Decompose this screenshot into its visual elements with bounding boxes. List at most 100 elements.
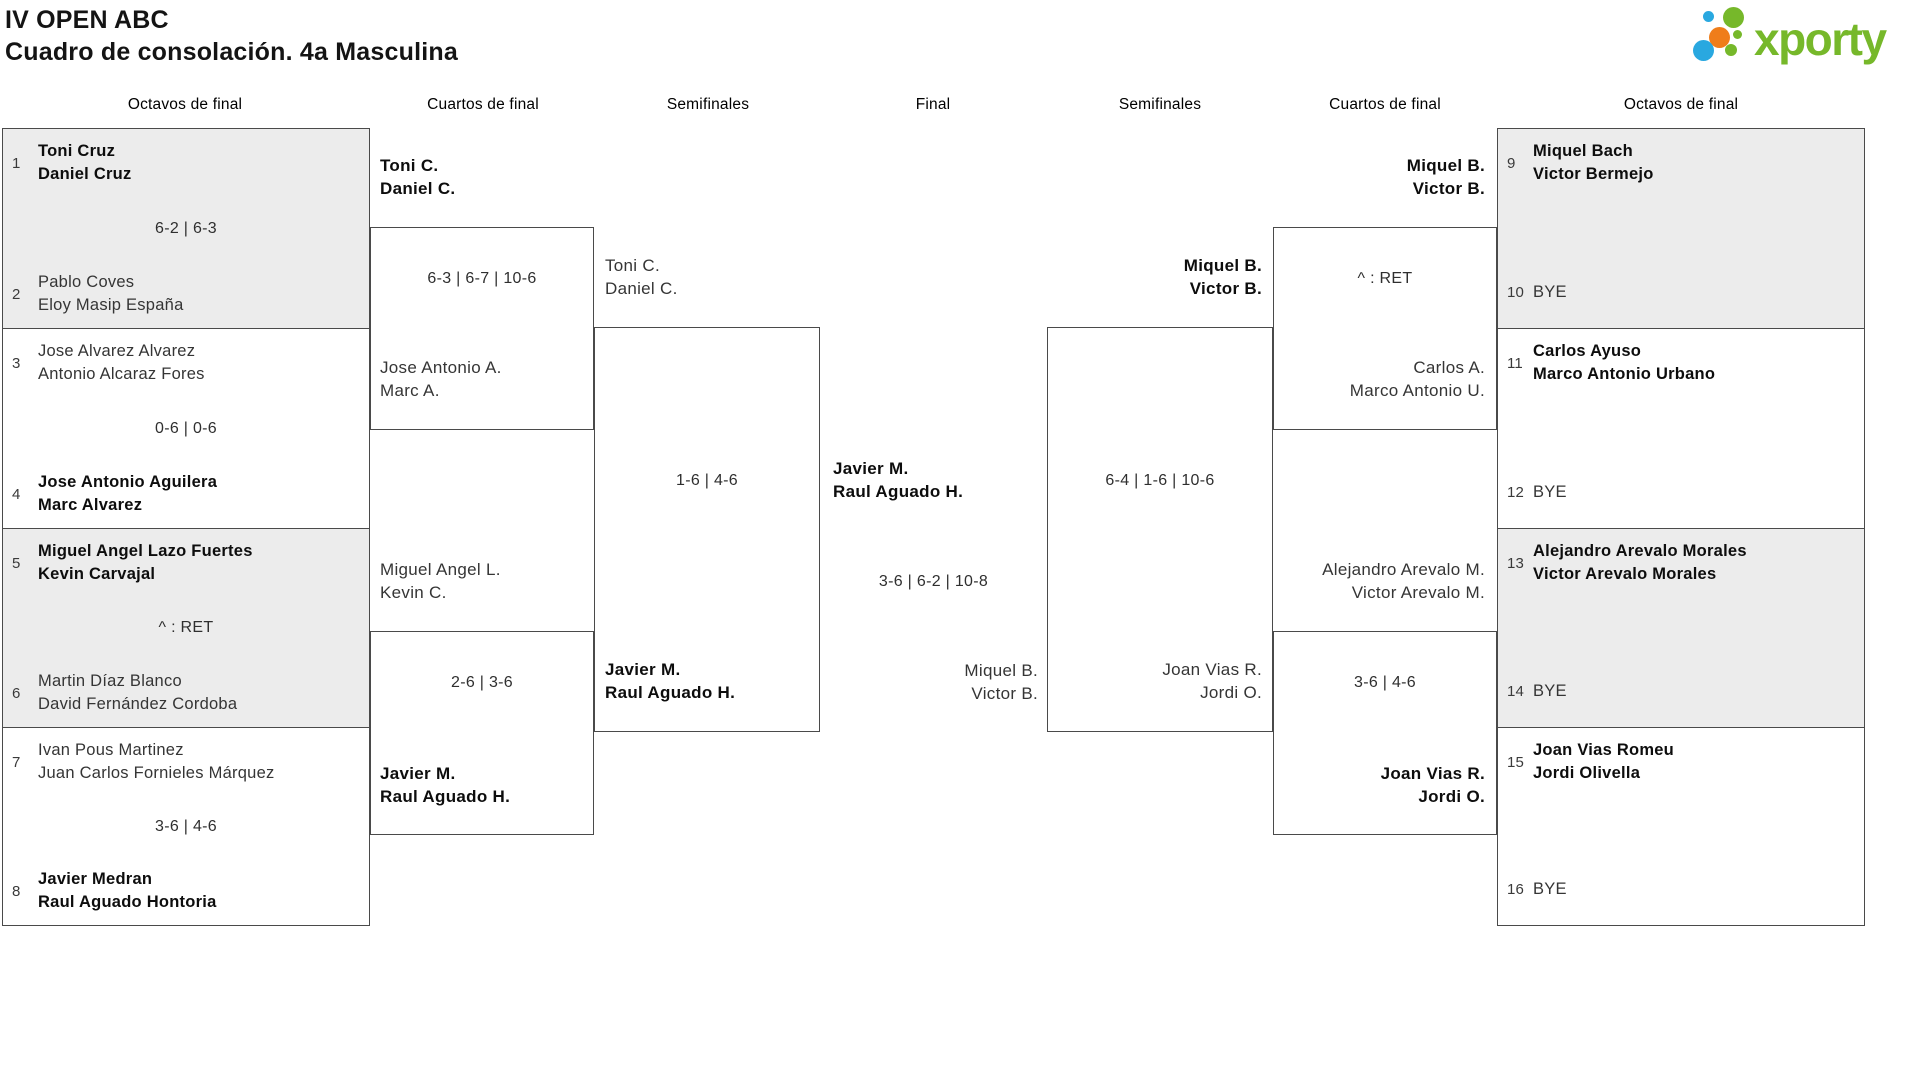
team-entry: 14 BYE <box>1507 680 1855 703</box>
team-names: BYE <box>1533 878 1567 901</box>
player-name: Raul Aguado H. <box>380 787 511 806</box>
team-names: BYE <box>1533 281 1567 304</box>
seed-number: 7 <box>12 753 21 771</box>
round-header-semis-left: Semifinales <box>666 96 750 113</box>
match-score: 6-4 | 1-6 | 10-6 <box>1105 472 1215 489</box>
player-name: Marco Antonio Urbano <box>1533 365 1716 383</box>
logo-dot-icon <box>1703 11 1714 22</box>
player-name: Carlos Ayuso <box>1533 342 1642 360</box>
player-name: Javier M. <box>380 764 456 783</box>
player-name: Victor B. <box>1412 179 1485 198</box>
round-header-semis-right: Semifinales <box>1118 96 1202 113</box>
team-entry: 8 Javier Medran Raul Aguado Hontoria <box>12 868 360 914</box>
advancing-team-label: Javier M. Raul Aguado H. <box>380 762 510 808</box>
player-name: Carlos A. <box>1413 358 1485 377</box>
advancing-team-label: Miguel Angel L. Kevin C. <box>380 558 501 604</box>
match-score: 1-6 | 4-6 <box>676 472 738 489</box>
final-runnerup-label: Miquel B. Victor B. <box>820 659 1038 705</box>
player-name: Javier M. <box>605 660 681 679</box>
logo-dot-icon <box>1693 40 1714 61</box>
round-header-octavos-left: Octavos de final <box>127 96 243 113</box>
cuartos-right-1-box <box>1273 227 1497 430</box>
advancing-team-label: Alejandro Arevalo M. Victor Arevalo M. <box>1215 558 1485 604</box>
team-names: Martin Díaz Blanco David Fernández Cordo… <box>38 670 237 716</box>
player-name: Miquel B. <box>964 661 1038 680</box>
seed-number: 15 <box>1507 753 1525 771</box>
player-name: Marco Antonio U. <box>1349 381 1485 400</box>
player-name: Daniel C. <box>380 179 456 198</box>
advancing-team-label: Jose Antonio A. Marc A. <box>380 356 502 402</box>
octavos-box-13-14: 13 Alejandro Arevalo Morales Victor Arev… <box>1497 528 1865 728</box>
seed-number: 4 <box>12 485 21 503</box>
player-name: Miquel Bach <box>1533 142 1633 160</box>
advancing-team-label: Carlos A. Marco Antonio U. <box>1245 356 1485 402</box>
team-names: BYE <box>1533 680 1567 703</box>
player-name: Miguel Angel L. <box>380 560 501 579</box>
match-score: 6-3 | 6-7 | 10-6 <box>427 270 537 287</box>
match-score: ^ : RET <box>1357 270 1413 287</box>
player-name: Toni Cruz <box>38 142 116 160</box>
logo-dot-icon <box>1725 44 1737 56</box>
player-name: Eloy Masip España <box>38 296 184 314</box>
team-names: Joan Vias Romeu Jordi Olivella <box>1533 739 1674 785</box>
octavos-box-1-2: 1 Toni Cruz Daniel Cruz 6-2 | 6-3 2 Pabl… <box>2 128 370 329</box>
octavos-box-15-16: 15 Joan Vias Romeu Jordi Olivella 16 BYE <box>1497 727 1865 926</box>
bye-label: BYE <box>1533 483 1567 501</box>
player-name: Marc A. <box>380 381 440 400</box>
seed-number: 10 <box>1507 284 1525 301</box>
team-names: Carlos Ayuso Marco Antonio Urbano <box>1533 340 1715 386</box>
octavos-box-9-10: 9 Miquel Bach Victor Bermejo 10 BYE <box>1497 128 1865 329</box>
team-entry: 4 Jose Antonio Aguilera Marc Alvarez <box>12 471 360 517</box>
team-entry: 1 Toni Cruz Daniel Cruz <box>12 140 360 186</box>
match-score: ^ : RET <box>158 619 214 636</box>
logo-dot-icon <box>1723 7 1744 28</box>
semifinal-right-box <box>1047 327 1273 732</box>
seed-number: 16 <box>1507 881 1525 898</box>
xporty-logo[interactable]: xporty <box>1692 4 1917 72</box>
bye-label: BYE <box>1533 283 1567 301</box>
round-header-final: Final <box>915 96 951 113</box>
team-names: Jose Antonio Aguilera Marc Alvarez <box>38 471 217 517</box>
player-name: David Fernández Cordoba <box>38 695 238 713</box>
player-name: Jose Antonio Aguilera <box>38 473 218 491</box>
player-name: Alejandro Arevalo Morales <box>1533 542 1747 560</box>
team-entry: 15 Joan Vias Romeu Jordi Olivella <box>1507 739 1855 785</box>
player-name: Jordi O. <box>1418 787 1485 806</box>
team-entry: 6 Martin Díaz Blanco David Fernández Cor… <box>12 670 360 716</box>
advancing-team-label: Javier M. Raul Aguado H. <box>605 658 735 704</box>
final-score: 3-6 | 6-2 | 10-8 <box>878 573 989 590</box>
player-name: Victor B. <box>1189 279 1262 298</box>
player-name: Victor Arevalo Morales <box>1533 565 1717 583</box>
player-name: Daniel C. <box>605 279 678 298</box>
player-name: Toni C. <box>605 256 661 275</box>
seed-number: 6 <box>12 684 21 702</box>
seed-number: 5 <box>12 554 21 572</box>
seed-number: 9 <box>1507 154 1516 172</box>
page-title: IV OPEN ABC Cuadro de consolación. 4a Ma… <box>5 4 458 68</box>
player-name: Toni C. <box>380 156 439 175</box>
player-name: Victor Bermejo <box>1533 165 1654 183</box>
player-name: Joan Vias Romeu <box>1533 741 1674 759</box>
player-name: Daniel Cruz <box>38 165 132 183</box>
team-entry: 9 Miquel Bach Victor Bermejo <box>1507 140 1855 186</box>
player-name: Jordi Olivella <box>1533 764 1641 782</box>
match-score: 0-6 | 0-6 <box>155 419 217 437</box>
round-header-cuartos-right: Cuartos de final <box>1329 96 1441 113</box>
logo-dot-icon <box>1733 30 1742 39</box>
seed-number: 14 <box>1507 683 1525 700</box>
tournament-name: IV OPEN ABC <box>5 6 169 34</box>
cuartos-left-2-box <box>370 631 594 835</box>
player-name: Martin Díaz Blanco <box>38 672 182 690</box>
match-score: 2-6 | 3-6 <box>451 674 513 691</box>
advancing-team-label: Miquel B. Victor B. <box>1040 254 1262 300</box>
team-names: Miguel Angel Lazo Fuertes Kevin Carvajal <box>38 540 253 586</box>
team-entry: 2 Pablo Coves Eloy Masip España <box>12 271 360 317</box>
seed-number: 8 <box>12 882 21 900</box>
player-name: Jose Alvarez Alvarez <box>38 342 196 360</box>
advancing-team-label: Joan Vias R. Jordi O. <box>1265 762 1485 808</box>
advancing-team-label: Joan Vias R. Jordi O. <box>1040 658 1262 704</box>
player-name: Miquel B. <box>1183 256 1262 275</box>
advancing-team-label: Miquel B. Victor B. <box>1265 154 1485 200</box>
logo-wordmark: xporty <box>1754 13 1887 65</box>
cuartos-right-2-box <box>1273 631 1497 835</box>
